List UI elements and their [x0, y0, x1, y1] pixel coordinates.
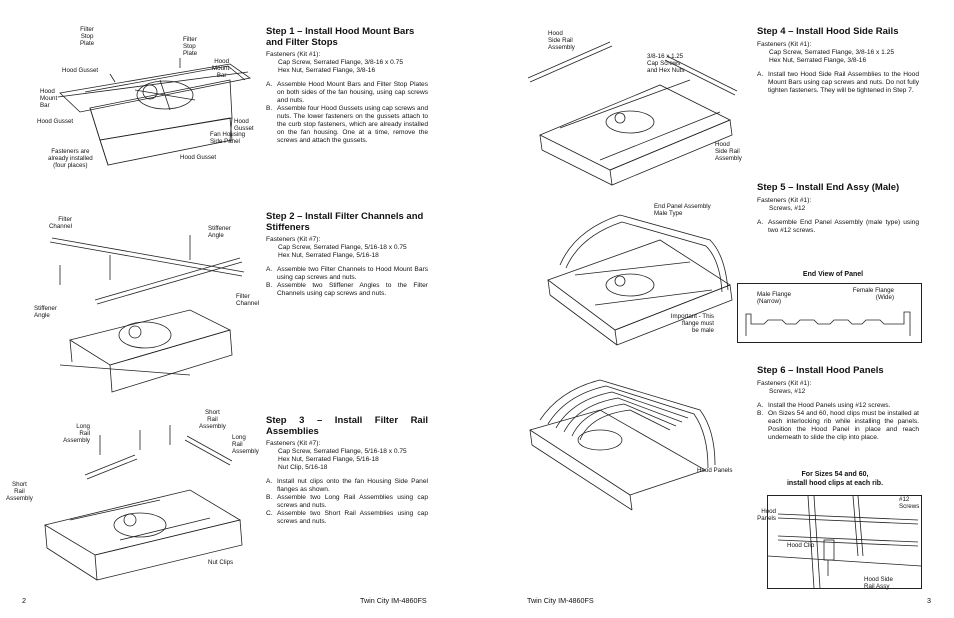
label-hood-gusset: Hood Gusset	[37, 118, 74, 125]
label-male-flange: Male Flange (Narrow)	[757, 291, 792, 305]
step5-fasteners-label: Fasteners (Kit #1):	[757, 196, 812, 204]
label-nut-clips: Nut Clips	[208, 559, 234, 566]
label-hood-gusset: Hood Gusset	[180, 154, 217, 161]
label-filter-stop-plate: Filter Stop Plate	[80, 26, 95, 47]
clip-detail-box	[767, 495, 922, 589]
step3-item: C.Assemble two Short Rail Assemblies usi…	[266, 510, 428, 525]
label-fasteners-installed: Fasteners are already installed (four pl…	[48, 148, 93, 169]
label-hood-gusset: Hood Gusset	[234, 118, 254, 132]
step4-fastener: Hex Nut, Serrated Flange, 3/8-16	[769, 56, 867, 64]
step5-section: Step 5 – Install End Assy (Male) Fastene…	[757, 182, 919, 235]
step2-fastener: Hex Nut, Serrated Flange, 5/16-18	[278, 252, 379, 259]
step2-item: A.Assemble two Filter Channels to Hood M…	[266, 266, 428, 281]
step4-section: Step 4 – Install Hood Side Rails Fastene…	[757, 26, 919, 95]
label-cap-screws: 3/8-16 x 1.25 Cap Screws and Hex Nuts	[647, 53, 685, 74]
step5-fastener: Screws, #12	[769, 204, 806, 212]
label-stiffener-angle: Stiffener Angle	[208, 225, 231, 239]
label-short-rail: Short Rail Assembly	[6, 481, 33, 502]
label-screws: #12 Screws	[899, 496, 920, 510]
step2-item: B.Assemble two Stiffener Angles to the F…	[266, 282, 428, 297]
label-hood-mount-bar: Hood Mount Bar	[40, 88, 58, 109]
step1-item: B.Assemble four Hood Gussets using cap s…	[266, 105, 428, 144]
step1-fastener: Hex Nut, Serrated Flange, 3/8-16	[278, 67, 376, 74]
step3-title: Step 3 – Install Filter Rail Assemblies	[266, 415, 428, 437]
end-view-title: End View of Panel	[802, 271, 864, 278]
label-filter-channel: Filter Channel	[236, 293, 260, 307]
step3-fastener: Nut Clip, 5/16-18	[278, 464, 328, 471]
label-female-flange: Female Flange (Wide)	[852, 287, 894, 301]
step1-title: Step 1 – Install Hood Mount Bars and Fil…	[266, 26, 415, 48]
label-hood-clip: Hood Clip	[787, 542, 815, 549]
label-long-rail: Long Rail Assembly	[232, 434, 259, 455]
step3-item: B.Assemble two Long Rail Assemblies usin…	[266, 494, 428, 509]
step2-fastener: Cap Screw, Serrated Flange, 5/16-18 x 0.…	[278, 244, 407, 251]
step3-fasteners-label: Fasteners (Kit #7):	[266, 440, 321, 447]
step6-item: B.On Sizes 54 and 60, hood clips must be…	[757, 409, 919, 441]
label-hood-side-rail: Hood Side Rail Assembly	[548, 30, 575, 51]
label-filter-channel: Filter Channel	[48, 216, 72, 230]
step6-fasteners-label: Fasteners (Kit #1):	[757, 379, 812, 387]
footer-right: Twin City IM-4860FS	[527, 596, 594, 605]
step6-title: Step 6 – Install Hood Panels	[757, 365, 884, 376]
step3-item: A.Install nut clips onto the fan Housing…	[266, 478, 428, 493]
step5-item: A.Assemble End Panel Assembly (male type…	[757, 218, 919, 234]
label-stiffener-angle: Stiffener Angle	[34, 305, 57, 319]
label-hood-gusset: Hood Gusset	[62, 67, 99, 74]
step1-section: Step 1 – Install Hood Mount Bars and Fil…	[266, 26, 428, 145]
step5-title: Step 5 – Install End Assy (Male)	[757, 182, 900, 193]
end-view-profile	[745, 311, 911, 336]
label-hood-side-rail: Hood Side Rail Assy	[864, 576, 893, 590]
label-filter-stop-plate: Filter Stop Plate	[183, 36, 198, 57]
label-short-rail: Short Rail Assembly	[199, 409, 226, 430]
step2-section: Step 2 – Install Filter Channels and Sti…	[266, 211, 428, 298]
label-hood-mount-bar: Hood Mount- Bar	[212, 58, 232, 79]
step1-item: A.Assemble Hood Mount Bars and Filter St…	[266, 81, 428, 104]
step6-fastener: Screws, #12	[769, 387, 806, 395]
step4-fasteners-label: Fasteners (Kit #1):	[757, 40, 812, 48]
clip-detail-drawing	[768, 496, 921, 588]
page-number-left: 2	[22, 596, 26, 605]
step3-section: Step 3 – Install Filter Rail Assemblies …	[266, 415, 428, 526]
label-hood-side-rail: Hood Side Rail Assembly	[715, 141, 742, 162]
label-hood-panels: Hood Panels	[697, 467, 733, 474]
step6-item: A.Install the Hood Panels using #12 scre…	[757, 401, 891, 409]
step4-fastener: Cap Screw, Serrated Flange, 3/8-16 x 1.2…	[769, 48, 894, 56]
label-hood-panels: Hood Panels	[757, 508, 776, 522]
step4-title: Step 4 – Install Hood Side Rails	[757, 26, 899, 37]
step4-item: A.Install two Hood Side Rail Assemblies …	[757, 70, 919, 94]
step1-fasteners-label: Fasteners (Kit #1):	[266, 51, 321, 58]
page-number-right: 3	[927, 596, 931, 605]
end-view-panel-box	[737, 283, 922, 343]
step6-section: Step 6 – Install Hood Panels Fasteners (…	[757, 365, 919, 442]
clip-detail-caption: For Sizes 54 and 60, install hood clips …	[786, 471, 884, 487]
label-long-rail: Long Rail Assembly	[63, 423, 90, 444]
step3-fastener: Cap Screw, Serrated Flange, 5/16-18 x 0.…	[278, 448, 407, 455]
label-important-male-flange: Important - This flange must be male	[670, 313, 714, 334]
label-fan-housing-side-panel: Fan Housing Side Panel	[210, 131, 246, 145]
step3-fastener: Hex Nut, Serrated Flange, 5/16-18	[278, 456, 379, 463]
footer-left: Twin City IM-4860FS	[360, 596, 427, 605]
step2-fasteners-label: Fasteners (Kit #7):	[266, 236, 321, 243]
step1-fastener: Cap Screw, Serrated Flange, 3/8-16 x 0.7…	[278, 59, 403, 66]
label-end-panel-assembly: End Panel Assembly Male Type	[654, 203, 711, 217]
step2-title: Step 2 – Install Filter Channels and Sti…	[266, 211, 424, 233]
